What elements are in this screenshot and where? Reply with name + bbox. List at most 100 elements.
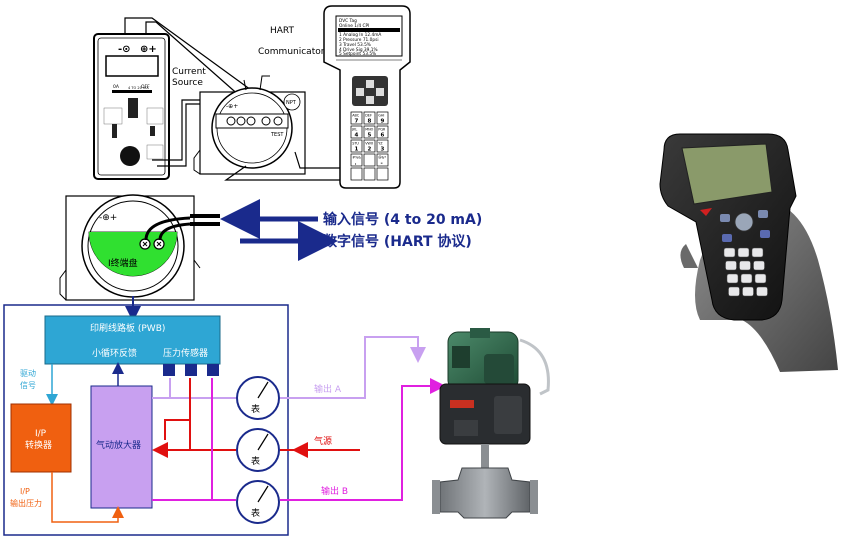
- svg-text:3 Travel 53.5%: 3 Travel 53.5%: [339, 42, 371, 48]
- svg-text:Online 1/4 CPI: Online 1/4 CPI: [339, 23, 369, 29]
- handheld-keypad: [723, 247, 768, 297]
- handheld-key[interactable]: [754, 273, 767, 284]
- handheld-key[interactable]: [737, 247, 750, 258]
- svg-text:5 Setpoint 53.5%: 5 Setpoint 53.5%: [339, 51, 376, 57]
- gauge-output-a: 表: [236, 376, 280, 420]
- communicator-label: Communicator: [258, 47, 325, 57]
- output-b-line: [152, 378, 446, 501]
- meter-left-terminal: -⊙: [118, 44, 131, 55]
- handheld-key[interactable]: [723, 247, 736, 258]
- keypad-key[interactable]: [350, 125, 363, 139]
- ip-converter-label-2: 转换器: [25, 439, 52, 451]
- gauge-label-b: 表: [251, 507, 260, 519]
- keypad-key[interactable]: [376, 125, 389, 139]
- drive-signal-label-2: 信号: [20, 380, 36, 390]
- transmitter-bottom: -⊕+ I终端盘: [59, 194, 220, 301]
- nav-down-key[interactable]: [366, 96, 374, 104]
- keypad-key-letters: DEF: [365, 114, 372, 118]
- handheld-key[interactable]: [756, 286, 768, 297]
- output-a-line: [152, 336, 426, 399]
- drive-signal-label-1: 驱动: [20, 368, 36, 378]
- meter-range: 4 TO 20 mA: [128, 86, 149, 90]
- terminal-block-label: I终端盘: [108, 257, 138, 269]
- keypad-key-digit: 2: [368, 147, 372, 153]
- handheld-key[interactable]: [742, 286, 754, 297]
- sensor-port-3: [207, 364, 219, 376]
- keypad-key[interactable]: [376, 111, 389, 125]
- keypad-key-digit: 1: [355, 147, 359, 153]
- nav-up-key[interactable]: [366, 80, 374, 88]
- transmitter-terminal: -⊕+: [226, 103, 238, 110]
- keypad-key-letters: GHI: [378, 114, 384, 118]
- pwb-label: 印刷线路板 (PWB): [90, 322, 165, 334]
- keypad-arrow-key[interactable]: [350, 167, 363, 181]
- supply-label: 气源: [314, 435, 332, 447]
- nav-pad[interactable]: [352, 76, 388, 106]
- meter-mode-right: OFF: [141, 84, 150, 90]
- keypad-key-letters: STU: [352, 142, 359, 146]
- handheld-key[interactable]: [726, 273, 739, 284]
- gauge-label-a: 表: [251, 403, 260, 415]
- keypad-key-digit: 9: [381, 119, 385, 125]
- meter-right-terminal: ⊕+: [140, 44, 157, 55]
- keypad-key[interactable]: [363, 153, 376, 167]
- meter-knob[interactable]: [120, 146, 140, 166]
- keypad-key-digit: 8: [368, 119, 372, 125]
- sensor-port-1: [163, 364, 175, 376]
- digital-signal-label: 数字信号 (HART 协议): [323, 233, 472, 250]
- pneumatic-relay-box: [90, 385, 153, 509]
- handheld-key[interactable]: [751, 247, 764, 258]
- nav-left-key[interactable]: [356, 88, 364, 96]
- keypad-key[interactable]: [363, 111, 376, 125]
- keypad-key-digit: 7: [355, 119, 359, 125]
- ip-converter-label-1: I/P: [35, 429, 47, 439]
- keypad-key-letters: MNO: [365, 128, 373, 132]
- svg-text:1 Analog In 12.4mA: 1 Analog In 12.4mA: [339, 32, 381, 38]
- keypad-key[interactable]: [350, 111, 363, 125]
- input-signal-label: 输入信号 (4 to 20 mA): [323, 211, 482, 228]
- gauge-output-b: 表: [236, 480, 280, 524]
- handheld-nav-pad[interactable]: [734, 212, 754, 232]
- keypad-key[interactable]: [350, 139, 363, 153]
- source-label: Source: [172, 78, 203, 88]
- keypad-arrow-key[interactable]: [376, 167, 389, 181]
- handheld-key[interactable]: [753, 260, 765, 271]
- meter-display: [105, 55, 159, 77]
- keypad-key-digit: .: [355, 161, 357, 167]
- svg-text:2 Pressure 71.0psi: 2 Pressure 71.0psi: [339, 37, 379, 43]
- keypad-key-letters: ABC: [352, 114, 360, 118]
- meter-switch[interactable]: [128, 98, 138, 118]
- keypad-key[interactable]: [376, 139, 389, 153]
- keypad-key-letters: @&*: [378, 156, 386, 160]
- keypad-arrow-key[interactable]: [363, 167, 376, 181]
- output-b-label: 输出 B: [321, 485, 348, 497]
- communicator-screen: DVC Tag Online 1/4 CPI 1 Analog In 12.4m…: [338, 18, 400, 57]
- keypad-key[interactable]: [363, 125, 376, 139]
- handheld-key[interactable]: [739, 260, 751, 271]
- control-valve: [432, 328, 550, 519]
- keypad-key-digit: 5: [368, 133, 372, 139]
- handheld-key[interactable]: [728, 286, 740, 297]
- handheld-key[interactable]: [740, 273, 753, 284]
- keypad-key[interactable]: [363, 139, 376, 153]
- keypad-key-letters: VWX: [365, 142, 374, 146]
- gauge-label-supply: 表: [251, 455, 260, 467]
- nav-right-key[interactable]: [376, 88, 384, 96]
- keypad-key-digit: 6: [381, 133, 385, 139]
- ip-converter-box: [10, 403, 72, 473]
- svg-text:4 Drive Sig 39.1%: 4 Drive Sig 39.1%: [339, 47, 378, 53]
- transmitter-top: -⊕+ TEST NPT: [193, 75, 306, 175]
- current-source-meter: -⊙ ⊕+ 0A OFF 4 TO 20 mA: [93, 33, 170, 180]
- svg-text:DVC Tag: DVC Tag: [339, 18, 357, 24]
- feedback-label: 小循环反馈: [92, 347, 137, 359]
- keypad-key-letters: PQR: [378, 128, 386, 132]
- keypad-key[interactable]: [350, 153, 363, 167]
- handheld-screen: [681, 143, 773, 205]
- hart-communicator: DVC Tag Online 1/4 CPI 1 Analog In 12.4m…: [323, 5, 411, 189]
- signal-arrows: [220, 199, 338, 261]
- handheld-key[interactable]: [725, 260, 737, 271]
- sensor-port-2: [185, 364, 197, 376]
- keypad-key[interactable]: [376, 153, 389, 167]
- current-label: Current: [172, 67, 206, 77]
